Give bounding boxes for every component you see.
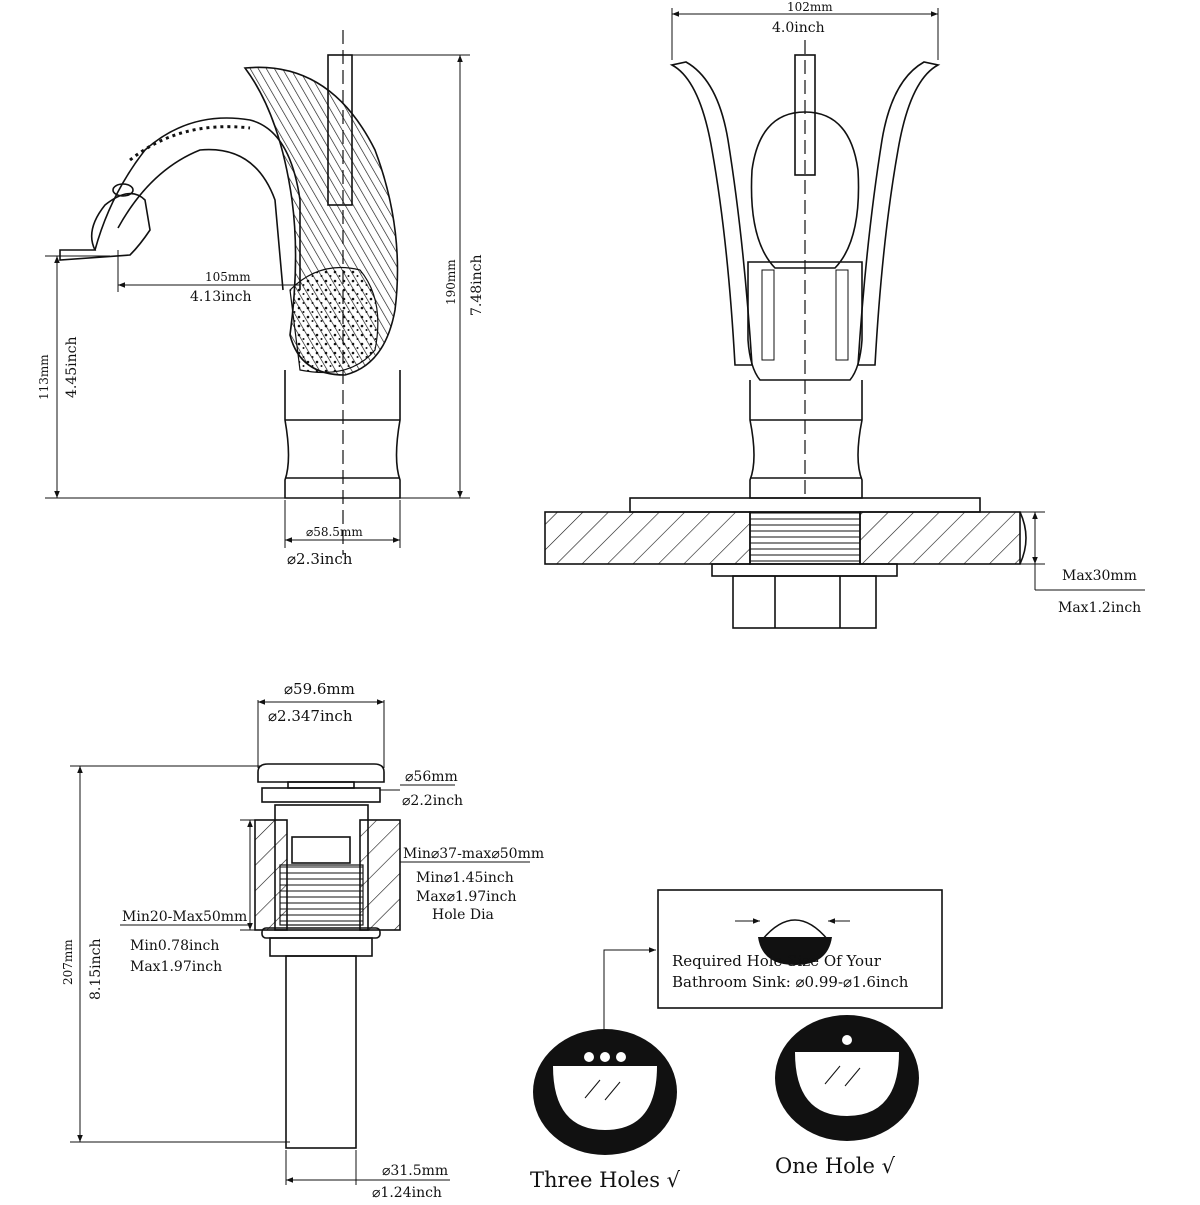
tail-dia-mm: ⌀31.5mm [382,1163,448,1179]
base-dia-mm: ⌀58.5mm [306,525,363,539]
side-view: 105mm 4.13inch 113mm 4.45inch 190mm 7.48… [37,30,485,568]
swan-head [59,192,151,261]
tail-dia-in: ⌀1.24inch [372,1185,442,1200]
flange-dia-in: ⌀2.2inch [402,793,463,809]
spout-reach-mm: 105mm [205,270,251,284]
countertop-left [544,511,751,565]
drain-body [274,804,369,931]
hole-dia-mm: Min⌀37-max⌀50mm [403,846,544,862]
thickness-max-in: Max1.97inch [130,959,222,975]
spout-height-mm: 113mm [37,354,51,400]
front-width-mm: 102mm [787,0,833,14]
thickness-min-in: Min0.78inch [130,938,219,954]
sink-wall-right [359,819,401,931]
spout-reach-in: 4.13inch [190,289,252,305]
hole-min-in: Min⌀1.45inch [416,870,514,886]
one-hole-sink-icon [775,1015,919,1141]
base-dia-in: ⌀2.3inch [287,550,353,568]
three-holes-label: Three Holes √ [530,1168,681,1192]
swan-neck [94,117,301,290]
sink-note-box [657,889,943,1009]
drain-flange [261,787,381,803]
hole-max-in: Max⌀1.97inch [416,889,517,905]
total-height-mm: 190mm [444,259,458,305]
front-wing-left [669,61,753,366]
hole-dia-label: Hole Dia [432,907,494,923]
drain-thread [279,864,364,926]
front-head [750,111,860,269]
three-hole-sink-icon [533,1029,677,1155]
drain-length-in: 8.15inch [88,938,104,1000]
drain-cap [257,763,385,783]
sink-note-line2: Bathroom Sink: ⌀0.99-⌀1.6inch [672,973,909,991]
spout-height-in: 4.45inch [64,336,80,398]
side-body [284,370,401,499]
thickness-mm: Min20-Max50mm [122,909,247,925]
drain-length-mm: 207mm [61,939,75,985]
deck-max-mm: Max30mm [1062,568,1137,584]
threaded-shank [749,511,861,565]
total-height-in: 7.48inch [469,254,485,316]
front-view: 102mm 4.0inch Max30mm Max1.2inch [544,0,1145,629]
deck-max-in: Max1.2inch [1058,600,1141,616]
swan-eye [112,183,134,197]
front-handle [794,54,816,176]
front-body [749,380,863,499]
drain-nut [269,937,373,957]
drain-tailpiece [285,955,357,1149]
drain-overflow-slot [291,836,351,864]
front-gasket [629,497,981,513]
front-nut [732,575,877,629]
drain-view: ⌀59.6mm ⌀2.347inch ⌀56mm ⌀2.2inch Min⌀37… [61,680,544,1201]
flange-dia-mm: ⌀56mm [405,769,458,785]
countertop-right [859,511,1021,565]
front-wing-right [857,61,941,366]
front-washer [711,563,898,577]
cap-dia-mm: ⌀59.6mm [284,680,355,698]
one-hole-label: One Hole √ [775,1154,896,1178]
front-width-in: 4.0inch [772,20,825,36]
cap-dia-in: ⌀2.347inch [268,707,353,725]
sink-note-line1: Required Hole Size Of Your [672,952,882,970]
sink-requirements: Required Hole Size Of Your Bathroom Sink… [530,889,943,1192]
